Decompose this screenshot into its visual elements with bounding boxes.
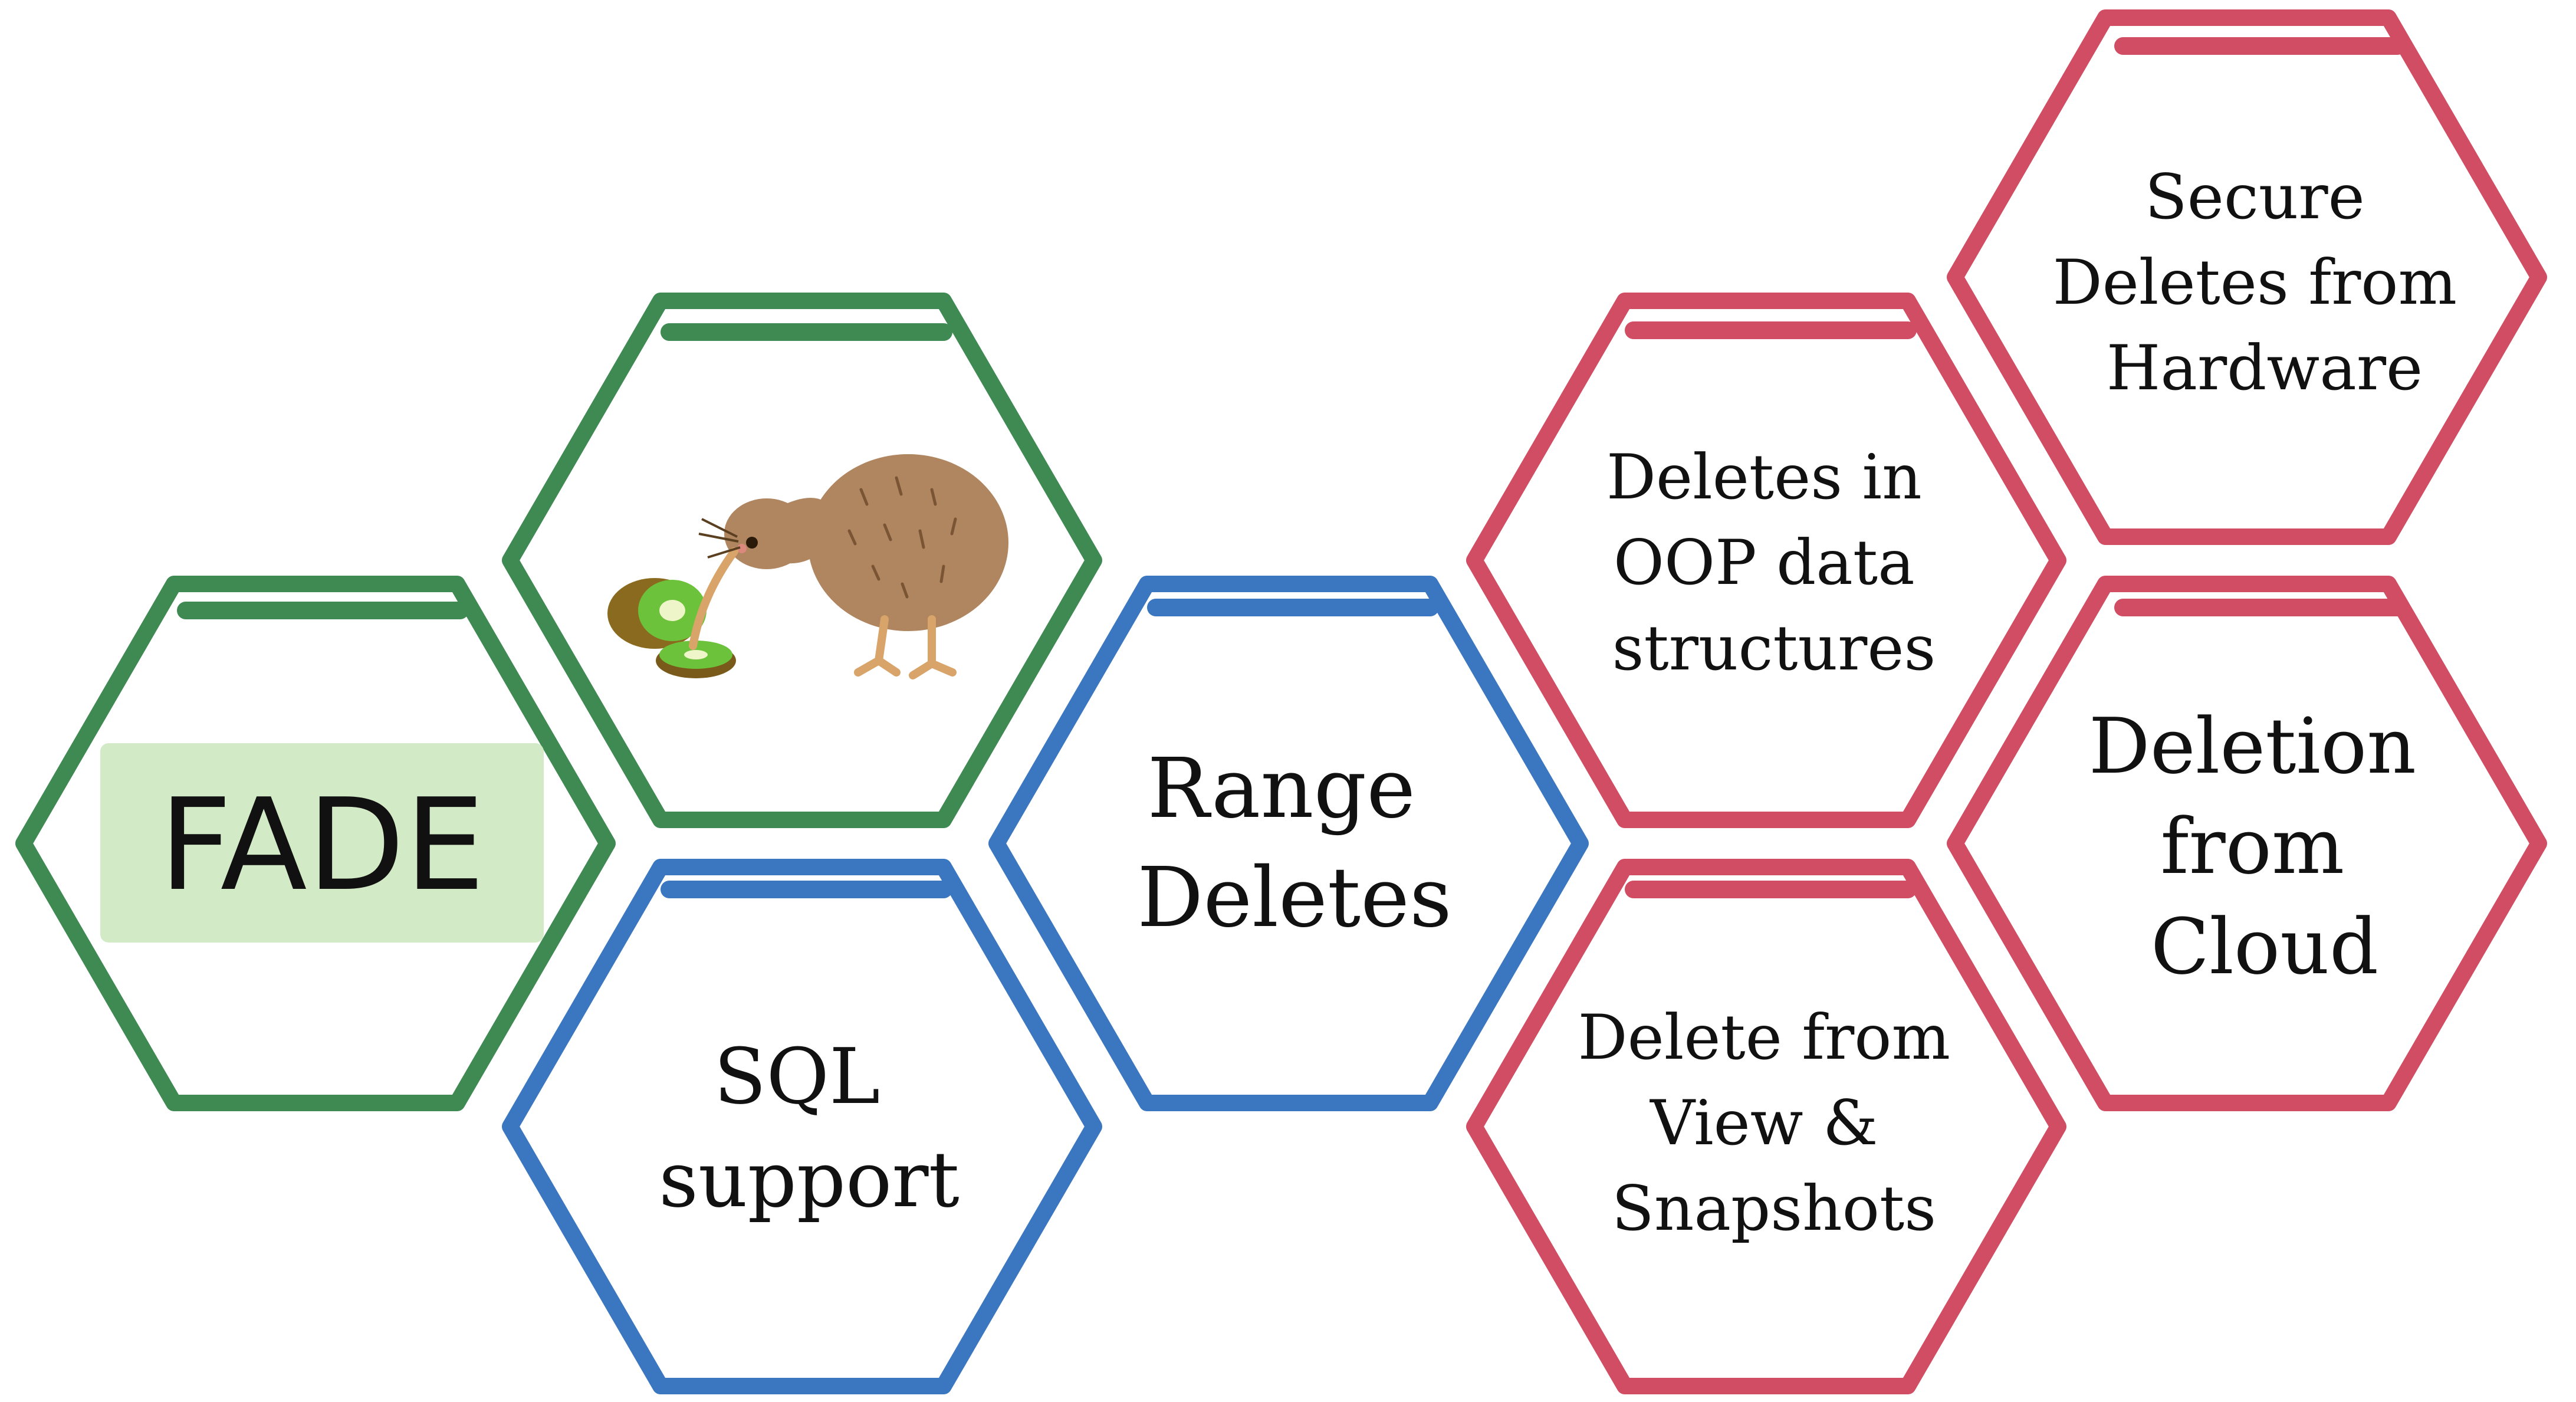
oop-label-line-3: structures — [1612, 612, 1936, 684]
kiwi-bird-legs — [854, 615, 957, 679]
hexagon-cloud-deletion: Deletion from Cloud — [1947, 576, 2547, 1111]
hexagon-sql-outline — [502, 859, 1102, 1394]
hexagon-range-outline — [988, 576, 1589, 1111]
range-label: Range Deletes — [1137, 741, 1452, 946]
hexagon-cloud-outline — [1947, 576, 2547, 1111]
kiwi-bird-eye — [746, 537, 758, 549]
hexagon-sql-support: SQL support — [502, 859, 1102, 1394]
sql-label-line-1: SQL — [714, 1032, 880, 1121]
hexagon-secure-hardware: Secure Deletes from Hardware — [1947, 9, 2547, 545]
cloud-label-line-1: Deletion — [2089, 701, 2416, 791]
sql-label-line-2: support — [659, 1135, 960, 1224]
range-label-line-1: Range — [1147, 741, 1415, 837]
view-label-line-2: View & — [1649, 1087, 1878, 1159]
secure-label-line-2: Deletes from — [2053, 247, 2457, 319]
cloud-label-line-2: from — [2160, 802, 2344, 891]
secure-label-line-3: Hardware — [2107, 332, 2423, 404]
fade-label-box — [100, 743, 544, 943]
hexagon-view-outline — [1466, 859, 2066, 1394]
secure-label-line-1: Secure — [2145, 161, 2365, 233]
hexagon-oop-deletes: Deletes in OOP data structures — [1466, 293, 2066, 828]
hexagon-kiwi — [502, 293, 1102, 828]
kiwi-bird-beak — [689, 547, 738, 650]
view-label: Delete from View & Snapshots — [1578, 1002, 1970, 1245]
oop-label-line-2: OOP data — [1614, 527, 1915, 599]
cloud-label-line-3: Cloud — [2151, 902, 2378, 991]
hexagon-kiwi-outline — [502, 293, 1102, 828]
hexagon-secure-outline — [1947, 9, 2547, 545]
hexagon-fade: FADE — [15, 576, 616, 1111]
view-label-line-1: Delete from — [1578, 1002, 1951, 1073]
kiwi-fruit-icon — [607, 578, 736, 678]
oop-label-line-1: Deletes in — [1606, 441, 1922, 513]
kiwi-bird-body — [808, 454, 1008, 631]
oop-label: Deletes in OOP data structures — [1606, 441, 1941, 684]
view-label-line-3: Snapshots — [1612, 1173, 1936, 1245]
secure-label: Secure Deletes from Hardware — [2053, 161, 2477, 404]
fade-label: FADE — [159, 771, 485, 919]
kiwi-bird-illustration — [607, 454, 1008, 679]
hexagon-fade-outline — [15, 576, 616, 1111]
cloud-label: Deletion from Cloud — [2089, 701, 2441, 991]
hexagon-oop-outline — [1466, 293, 2066, 828]
hexagon-range-deletes: Range Deletes — [988, 576, 1589, 1111]
sql-label: SQL support — [659, 1032, 960, 1224]
hexagon-view-snapshots: Delete from View & Snapshots — [1466, 859, 2066, 1394]
range-label-line-2: Deletes — [1137, 850, 1452, 946]
